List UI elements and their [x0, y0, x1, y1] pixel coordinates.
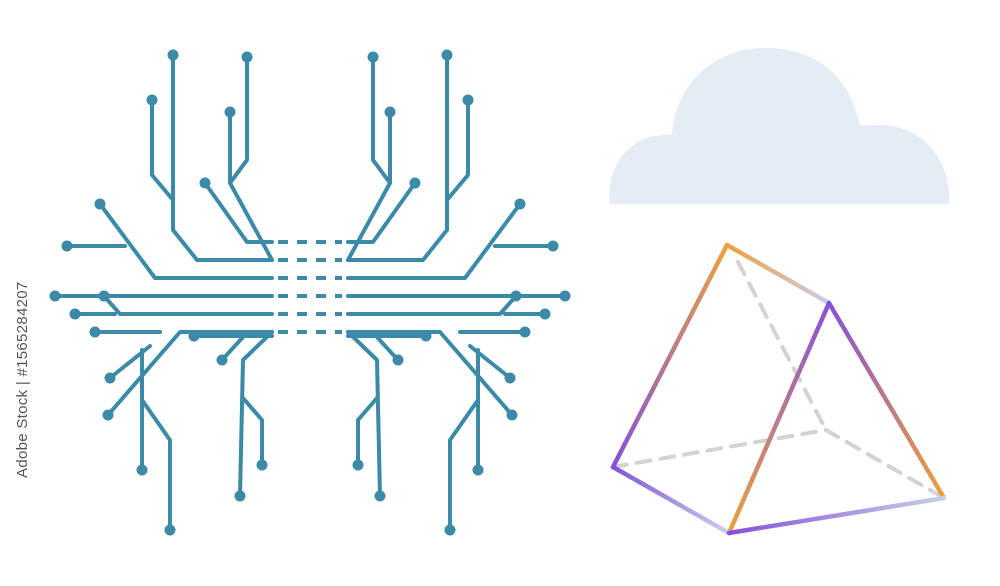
circuit-trace: [106, 330, 274, 417]
circuit-trace: [228, 55, 249, 185]
circuit-trace: [203, 181, 274, 244]
triangular-prism-icon: [610, 242, 947, 536]
circuit-pad: [188, 330, 200, 342]
circuit-pad: [409, 177, 421, 189]
circuit-pad: [472, 464, 484, 476]
circuit-pad: [98, 290, 110, 302]
circuit-pad: [136, 464, 148, 476]
circuit-pad: [94, 198, 106, 210]
circuit-pad: [504, 372, 516, 384]
circuit-pad: [224, 106, 236, 118]
circuit-trace: [171, 53, 274, 262]
circuit-pad: [256, 459, 268, 471]
circuit-pad: [420, 330, 432, 342]
circuit-pad: [104, 372, 116, 384]
circuit-trace: [356, 396, 379, 467]
circuit-trace: [150, 98, 175, 202]
circuit-trace: [346, 202, 522, 280]
circuit-trace: [445, 98, 470, 202]
circuit-pad: [167, 49, 179, 61]
circuit-pad: [146, 94, 158, 106]
circuit-pad: [514, 198, 526, 210]
circuit-pad: [367, 51, 379, 63]
circuit-pad: [102, 409, 114, 421]
circuit-pad: [241, 51, 253, 63]
circuit-pad: [199, 177, 211, 189]
circuit-trace: [228, 110, 274, 262]
circuit-pad: [216, 354, 228, 366]
circuit-pad: [89, 326, 101, 338]
circuit-trace: [371, 55, 392, 185]
circuit-trace: [346, 53, 449, 262]
visible-edges: [610, 242, 947, 536]
circuit-trace: [98, 202, 274, 280]
circuit-chip-icon: [49, 49, 571, 536]
circuit-trace: [346, 330, 514, 417]
circuit-trace: [238, 330, 274, 498]
circuit-pad: [374, 490, 386, 502]
circuit-pad: [392, 354, 404, 366]
circuit-trace: [241, 396, 264, 467]
circuit-pad: [547, 240, 559, 252]
circuit-trace: [140, 398, 172, 532]
circuit-trace: [448, 398, 480, 532]
circuit-pad: [61, 240, 73, 252]
circuit-pad: [510, 290, 522, 302]
circuit-pad: [352, 459, 364, 471]
circuit-pad: [506, 409, 518, 421]
circuit-trace: [346, 110, 392, 262]
circuit-trace: [102, 294, 274, 316]
circuit-pad: [49, 290, 61, 302]
circuit-pad: [69, 308, 81, 320]
cloud-icon: [609, 48, 950, 204]
circuit-pad: [164, 524, 176, 536]
circuit-pad: [441, 49, 453, 61]
circuit-pad: [234, 490, 246, 502]
circuit-pad: [444, 524, 456, 536]
circuit-trace: [346, 294, 518, 316]
circuit-pad: [539, 308, 551, 320]
circuit-pad: [519, 326, 531, 338]
hidden-edges: [611, 260, 946, 500]
circuit-trace: [346, 181, 417, 244]
circuit-trace: [346, 330, 382, 498]
circuit-pad: [462, 94, 474, 106]
circuit-pad: [384, 106, 396, 118]
stock-id-watermark: Adobe Stock | #1565284207: [14, 281, 31, 478]
circuit-pad: [559, 290, 571, 302]
